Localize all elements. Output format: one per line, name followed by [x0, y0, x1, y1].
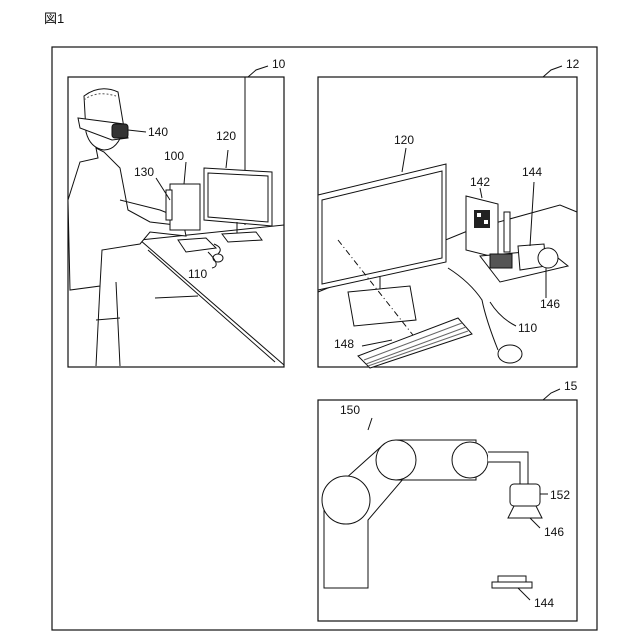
- label-152: 152: [550, 488, 570, 502]
- label-120-a: 120: [216, 129, 236, 143]
- label-148: 148: [334, 337, 354, 351]
- panel-10-ref: 10: [272, 57, 286, 71]
- label-110-b: 110: [518, 321, 537, 335]
- label-120-b: 120: [394, 133, 414, 147]
- device-144-c: [498, 576, 526, 582]
- panel-12-ref: 12: [566, 57, 580, 71]
- panel-10-leader: [248, 66, 268, 77]
- label-146-c: 146: [544, 525, 564, 539]
- joint-base: [322, 476, 370, 524]
- label-144-c: 144: [534, 596, 554, 610]
- joint-shoulder: [376, 440, 416, 480]
- object-146-c: [508, 506, 542, 518]
- panel-15-leader: [543, 389, 560, 400]
- panel-12: 12 120 142 144 146: [318, 57, 580, 368]
- label-130: 130: [134, 165, 154, 179]
- label-140: 140: [148, 125, 168, 139]
- hmd-icon: [112, 124, 128, 138]
- label-110-a: 110: [188, 267, 207, 281]
- gripper-152: [510, 484, 540, 506]
- panel-15-ref: 15: [564, 379, 578, 393]
- label-142: 142: [470, 175, 490, 189]
- object-146: [538, 248, 558, 268]
- mouse-b: [498, 345, 522, 363]
- qr-marker-icon: [474, 210, 490, 228]
- label-146-b: 146: [540, 297, 560, 311]
- joint-elbow: [452, 442, 488, 478]
- label-150: 150: [340, 403, 360, 417]
- label-144-b: 144: [522, 165, 542, 179]
- label-100: 100: [164, 149, 184, 163]
- computer-tower: [170, 184, 200, 230]
- panel-12-leader: [543, 66, 562, 77]
- monitor-stand-b: [348, 286, 416, 326]
- panel-10: 10 140 120: [68, 57, 286, 367]
- mouse-a: [213, 254, 223, 262]
- panel-15: 15 150 152 146 144: [318, 379, 578, 621]
